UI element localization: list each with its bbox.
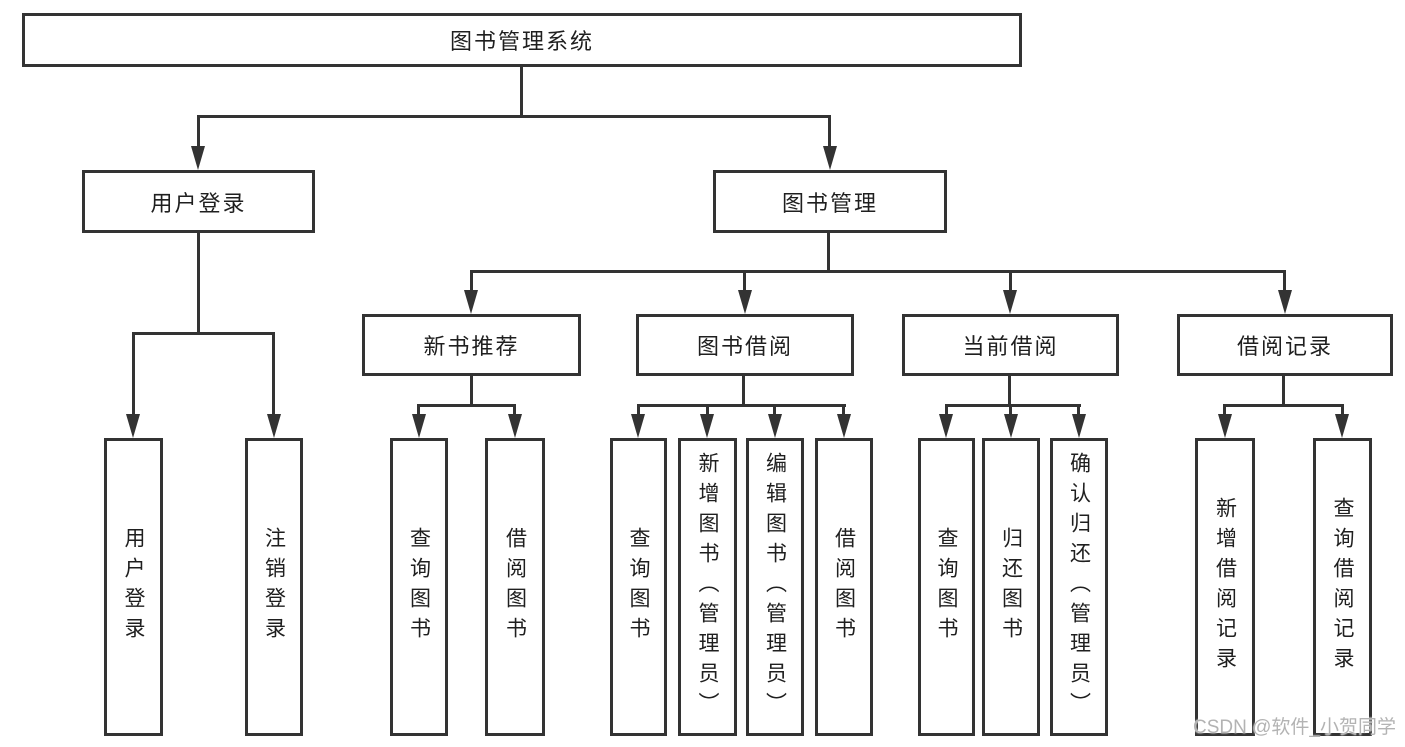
connector-book-borrow-horizontal bbox=[637, 404, 846, 407]
node-label: 新书推荐 bbox=[423, 334, 520, 359]
arrow-down-icon bbox=[1004, 414, 1018, 438]
connector-root-horizontal bbox=[197, 115, 830, 118]
leaf-user-login: 用户登录 bbox=[104, 438, 163, 736]
arrow-down-icon bbox=[508, 414, 522, 438]
arrow-down-icon bbox=[939, 414, 953, 438]
leaf-borrow-book-recommend: 借阅图书 bbox=[485, 438, 545, 736]
node-label: 查询图书 bbox=[407, 527, 431, 647]
connector-book-mgmt-vertical bbox=[827, 233, 830, 273]
leaf-borrow-book: 借阅图书 bbox=[815, 438, 873, 736]
arrow-stem bbox=[1009, 404, 1012, 417]
node-label: 借阅图书 bbox=[503, 527, 527, 647]
arrow-down-icon bbox=[823, 146, 837, 170]
node-label: 归还图书 bbox=[999, 527, 1023, 647]
node-label: 编辑图书（管理员） bbox=[763, 452, 787, 722]
arrow-stem bbox=[1077, 404, 1080, 417]
node-library-management-system: 图书管理系统 bbox=[22, 13, 1022, 67]
leaf-query-book-current: 查询图书 bbox=[918, 438, 975, 736]
connector-book-mgmt-horizontal bbox=[470, 270, 1286, 273]
arrow-stem bbox=[743, 270, 746, 292]
leaf-logout: 注销登录 bbox=[245, 438, 303, 736]
connector-user-login-vertical bbox=[197, 233, 200, 335]
arrow-stem bbox=[1009, 270, 1012, 292]
arrow-down-icon bbox=[412, 414, 426, 438]
arrow-down-icon bbox=[738, 290, 752, 314]
leaf-confirm-return-admin: 确认归还（管理员） bbox=[1050, 438, 1108, 736]
connector-book-borrow-vertical bbox=[742, 376, 745, 407]
node-user-login: 用户登录 bbox=[82, 170, 315, 233]
connector-borrow-record-horizontal bbox=[1223, 404, 1344, 407]
arrow-stem bbox=[842, 404, 845, 417]
arrow-stem bbox=[828, 115, 831, 148]
arrow-down-icon bbox=[768, 414, 782, 438]
leaf-add-borrow-record: 新增借阅记录 bbox=[1195, 438, 1255, 736]
arrow-stem bbox=[470, 270, 473, 292]
node-book-borrow: 图书借阅 bbox=[636, 314, 854, 376]
arrow-down-icon bbox=[1335, 414, 1349, 438]
arrow-down-icon bbox=[126, 414, 140, 438]
leaf-query-borrow-record: 查询借阅记录 bbox=[1313, 438, 1372, 736]
arrow-stem bbox=[945, 404, 948, 417]
node-current-borrow: 当前借阅 bbox=[902, 314, 1119, 376]
arrow-stem bbox=[773, 404, 776, 417]
node-label: 查询图书 bbox=[935, 527, 958, 647]
watermark: CSDN @软件_小贺同学 bbox=[1193, 717, 1396, 738]
arrow-down-icon bbox=[267, 414, 281, 438]
arrow-stem bbox=[197, 115, 200, 148]
node-label: 新增借阅记录 bbox=[1213, 497, 1237, 677]
arrow-stem bbox=[637, 404, 640, 417]
node-label: 图书借阅 bbox=[696, 334, 793, 359]
connector-user-login-horizontal bbox=[132, 332, 275, 335]
connector-borrow-record-vertical bbox=[1282, 376, 1285, 407]
node-label: 图书管理系统 bbox=[449, 29, 594, 54]
connector-current-borrow-vertical bbox=[1008, 376, 1011, 407]
leaf-edit-book-admin: 编辑图书（管理员） bbox=[746, 438, 804, 736]
arrow-down-icon bbox=[631, 414, 645, 438]
arrow-stem bbox=[1341, 404, 1344, 417]
node-label: 确认归还（管理员） bbox=[1067, 452, 1091, 722]
arrow-down-icon bbox=[837, 414, 851, 438]
node-label: 图书管理 bbox=[781, 190, 878, 216]
node-label: 新增图书（管理员） bbox=[696, 452, 719, 722]
node-new-book-recommend: 新书推荐 bbox=[362, 314, 581, 376]
arrow-stem bbox=[272, 332, 275, 416]
arrow-down-icon bbox=[464, 290, 478, 314]
arrow-down-icon bbox=[191, 146, 205, 170]
arrow-stem bbox=[132, 332, 135, 416]
node-label: 当前借阅 bbox=[962, 334, 1059, 359]
arrow-stem bbox=[1223, 404, 1226, 417]
node-borrow-record: 借阅记录 bbox=[1177, 314, 1393, 376]
arrow-down-icon bbox=[1218, 414, 1232, 438]
arrow-down-icon bbox=[1278, 290, 1292, 314]
node-label: 用户登录 bbox=[150, 190, 247, 216]
connector-new-book-horizontal bbox=[417, 404, 516, 407]
leaf-query-book-recommend: 查询图书 bbox=[390, 438, 448, 736]
node-label: 借阅图书 bbox=[832, 527, 856, 647]
node-label: 用户登录 bbox=[122, 527, 145, 647]
arrow-down-icon bbox=[700, 414, 714, 438]
node-label: 查询借阅记录 bbox=[1331, 497, 1354, 677]
node-label: 借阅记录 bbox=[1236, 334, 1333, 359]
arrow-stem bbox=[706, 404, 709, 417]
leaf-query-book-borrow: 查询图书 bbox=[610, 438, 667, 736]
arrow-down-icon bbox=[1072, 414, 1086, 438]
arrow-down-icon bbox=[1003, 290, 1017, 314]
arrow-stem bbox=[513, 404, 516, 417]
connector-new-book-vertical bbox=[470, 376, 473, 407]
arrow-stem bbox=[417, 404, 420, 417]
node-book-management: 图书管理 bbox=[713, 170, 947, 233]
leaf-return-book: 归还图书 bbox=[982, 438, 1040, 736]
arrow-stem bbox=[1283, 270, 1286, 292]
node-label: 注销登录 bbox=[262, 527, 286, 647]
connector-root-vertical bbox=[520, 67, 523, 118]
leaf-add-book-admin: 新增图书（管理员） bbox=[678, 438, 737, 736]
node-label: 查询图书 bbox=[627, 527, 650, 647]
connector-current-borrow-horizontal bbox=[945, 404, 1081, 407]
